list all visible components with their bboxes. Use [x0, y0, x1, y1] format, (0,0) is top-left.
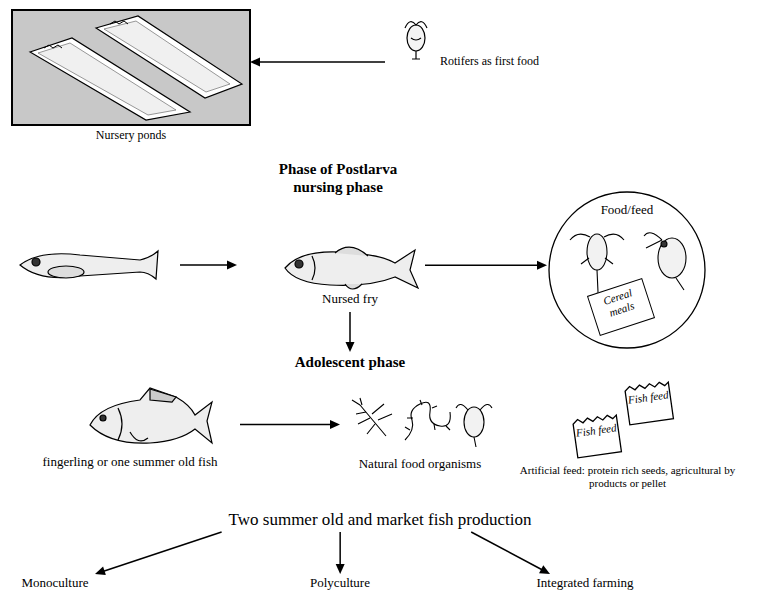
rotifer-body	[407, 25, 425, 51]
arrow-line	[180, 264, 228, 266]
feed-bag: Fish feed	[570, 412, 623, 460]
daphnia-body	[658, 238, 686, 278]
fingerling-node: fingerling or one summer old fish	[20, 385, 240, 475]
daphnia-eye	[661, 241, 667, 247]
fingerling-drawing	[90, 388, 212, 443]
pond-bottom	[104, 21, 230, 92]
inlet-mark	[44, 21, 128, 48]
rotifer-node: Rotifers as first food	[385, 20, 610, 80]
fry-node: Nursed fry	[275, 240, 425, 312]
rotifer-foot	[411, 38, 421, 59]
node-text: Integrated farming	[518, 576, 652, 591]
fry-eye	[295, 260, 303, 268]
worm-symbol	[405, 402, 450, 440]
node-text: Cereal meals	[592, 283, 647, 322]
rotifer-corona	[405, 22, 427, 28]
arrow-head	[336, 564, 345, 574]
larva-drawing	[20, 251, 158, 279]
arrow-connector	[95, 532, 222, 575]
feed-note: Artificial feed: protein rich seeds, agr…	[515, 464, 740, 490]
arrow-connector	[250, 58, 385, 67]
fry-gill	[312, 256, 315, 280]
pond-node: Nursery ponds	[12, 10, 250, 150]
arrow-head	[95, 567, 106, 576]
feed-bag: Fish feed	[622, 379, 675, 427]
node-text: Monoculture	[8, 576, 102, 591]
daphnia-antenna	[644, 233, 684, 290]
arrow-connector	[471, 532, 550, 574]
node-text: fingerling or one summer old fish	[23, 455, 237, 470]
node-text: Nursery ponds	[15, 129, 247, 143]
arrow-head	[330, 420, 340, 429]
mosquito-symbol	[352, 398, 392, 436]
circle-shape	[549, 192, 705, 348]
larva-yolk	[48, 266, 84, 278]
arrow-head	[250, 58, 260, 67]
phase-title: Phase of Postlarva nursing phase	[258, 160, 418, 196]
arrow-head	[539, 565, 550, 574]
system-node: Monoculture	[5, 574, 105, 596]
fingerling-eye	[100, 415, 106, 421]
food-circle: Food/feedCereal meals	[547, 190, 707, 350]
stage-arrow	[180, 261, 237, 270]
node-text: Polyculture	[293, 576, 387, 591]
node-text: Nursed fry	[278, 292, 422, 307]
node-text: Two summer old and market fish productio…	[143, 510, 617, 530]
fry-fin	[335, 247, 368, 289]
arrow-connector	[425, 261, 547, 270]
cereal-box: Cereal meals	[587, 278, 655, 336]
larva-eye	[32, 258, 40, 266]
worm-bristles	[405, 400, 450, 430]
arrow-line	[240, 424, 331, 426]
bag-shape	[573, 414, 622, 458]
organism-node: Natural food organisms	[340, 395, 500, 475]
node-text: Natural food organisms	[343, 457, 497, 472]
arrow-connector	[336, 532, 345, 574]
fingerling-gill	[118, 408, 148, 441]
production-heading: Two summer old and market fish productio…	[140, 508, 620, 532]
fry-body	[285, 250, 418, 288]
arrow-connector	[240, 420, 340, 429]
arrow-line	[349, 312, 351, 343]
nursery-pond-drawing	[12, 10, 250, 125]
system-node: Polyculture	[290, 574, 390, 596]
arrow-line	[104, 532, 222, 571]
arrow-line	[339, 532, 341, 565]
fingerling-fin	[150, 389, 176, 402]
node-text: Adolescent phase	[258, 354, 442, 371]
pond	[96, 16, 242, 98]
pond-frame	[12, 10, 250, 125]
bag-shape	[625, 381, 674, 425]
phase-heading: Adolescent phase	[255, 352, 445, 376]
arrow-head	[227, 261, 237, 270]
system-node: Integrated farming	[515, 574, 655, 596]
copepod-body	[587, 234, 607, 270]
fingerling-body	[90, 388, 212, 443]
arrow-line	[425, 264, 538, 266]
crustacean-limbs	[456, 404, 492, 447]
food-organism-drawing	[352, 398, 492, 447]
fry-drawing	[285, 247, 418, 289]
arrow-connector	[346, 312, 355, 352]
arrow-head	[537, 261, 547, 270]
node-text: Rotifers as first food	[440, 55, 607, 69]
larva-body	[20, 251, 158, 279]
rotifer-drawing	[405, 22, 427, 59]
arrow-head	[346, 342, 355, 352]
crustacean-body	[464, 407, 484, 437]
arrow-line	[471, 532, 542, 570]
node-text: Food/feed	[550, 203, 704, 218]
arrow-line	[259, 61, 385, 63]
